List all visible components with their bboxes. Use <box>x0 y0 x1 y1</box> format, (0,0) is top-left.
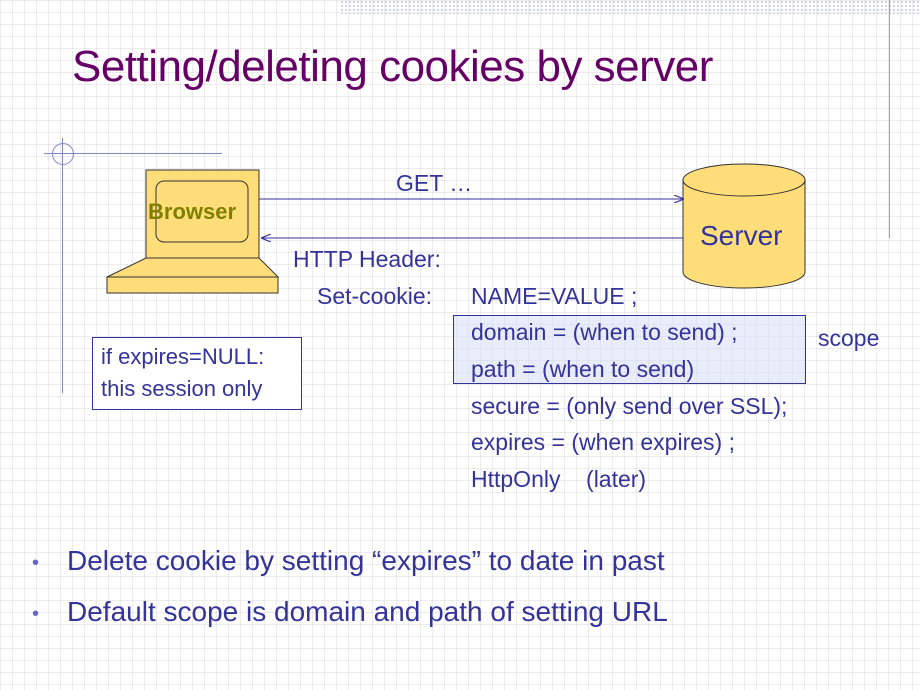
right-decoration-line <box>889 0 890 238</box>
decoration-horizontal-line <box>44 153 222 154</box>
decoration-vertical-line <box>62 138 63 393</box>
cookie-line-httponly: HttpOnly (later) <box>471 466 647 492</box>
bullet-text-2: Default scope is domain and path of sett… <box>67 596 668 627</box>
scope-highlight-box <box>453 315 806 384</box>
session-note-box: if expires=NULL: this session only <box>92 337 302 410</box>
cookie-line-name: NAME=VALUE ; <box>471 283 638 309</box>
top-decoration-band <box>340 0 920 14</box>
cookie-line-path: path = (when to send) <box>471 356 695 382</box>
note-line-2: this session only <box>101 376 263 401</box>
cookie-line-domain: domain = (when to send) ; <box>471 319 738 345</box>
scope-label: scope <box>818 325 880 351</box>
note-line-1: if expires=NULL: <box>101 344 265 369</box>
server-label: Server <box>700 220 783 251</box>
bullet-marker-2: • <box>32 603 40 625</box>
request-label: GET … <box>396 170 473 196</box>
server-database-icon <box>682 163 806 289</box>
browser-label: Browser <box>148 199 237 224</box>
slide-title: Setting/deleting cookies by server <box>72 42 713 91</box>
cookie-line-expires: expires = (when expires) ; <box>471 429 735 455</box>
bullet-text-1: Delete cookie by setting “expires” to da… <box>67 545 665 576</box>
response-label: HTTP Header: <box>293 246 441 272</box>
decoration-circle <box>52 143 74 165</box>
cookie-line-secure: secure = (only send over SSL); <box>471 393 788 419</box>
set-cookie-label: Set-cookie: <box>317 283 433 309</box>
bullet-marker-1: • <box>32 552 40 574</box>
browser-laptop-icon <box>106 169 280 294</box>
